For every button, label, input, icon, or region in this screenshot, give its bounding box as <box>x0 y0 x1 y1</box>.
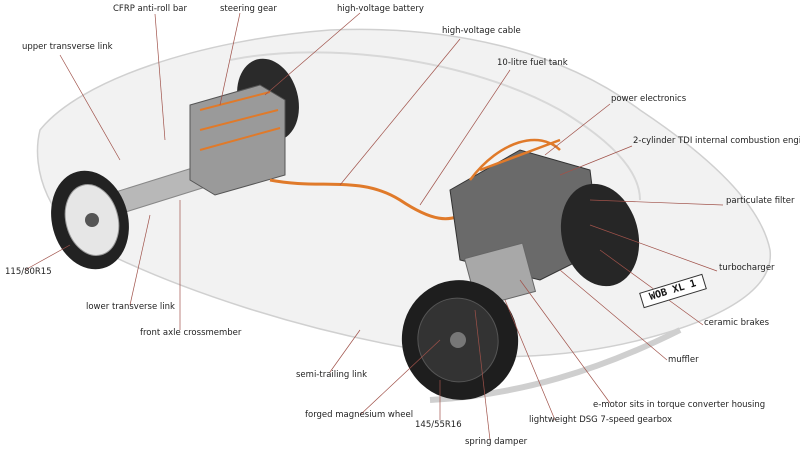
high-voltage-cable <box>269 178 471 221</box>
car-roof-outline <box>229 51 641 201</box>
rear-right-wheel <box>560 183 640 287</box>
label-front-axle-crossmember: front axle crossmember <box>140 328 242 338</box>
label-fuel-tank: 10-litre fuel tank <box>497 58 568 68</box>
label-gearbox: lightweight DSG 7-speed gearbox <box>529 415 672 425</box>
label-high-voltage-cable: high-voltage cable <box>442 26 521 36</box>
label-power-electronics: power electronics <box>611 94 687 104</box>
leader-lines <box>24 12 724 441</box>
label-cfrp-anti-roll-bar: CFRP anti-roll bar <box>113 4 187 14</box>
label-muffler: muffler <box>668 355 699 365</box>
label-wheel: forged magnesium wheel <box>305 410 414 420</box>
label-particulate-filter: particulate filter <box>726 196 795 206</box>
label-front-tyre: 115/80R15 <box>5 267 52 277</box>
label-lower-transverse-link: lower transverse link <box>86 302 175 312</box>
label-upper-transverse-link: upper transverse link <box>22 42 113 52</box>
label-semi-trailing-link: semi-trailing link <box>296 370 368 380</box>
label-e-motor: e-motor sits in torque converter housing <box>593 400 766 410</box>
label-spring-damper: spring damper <box>465 437 528 447</box>
label-ceramic-brakes: ceramic brakes <box>704 318 769 328</box>
label-high-voltage-battery: high-voltage battery <box>337 4 424 14</box>
label-turbocharger: turbocharger <box>719 263 775 273</box>
label-rear-tyre: 145/55R16 <box>415 420 462 430</box>
label-engine: 2-cylinder TDI internal combustion engin… <box>633 136 800 146</box>
label-steering-gear: steering gear <box>220 4 277 14</box>
